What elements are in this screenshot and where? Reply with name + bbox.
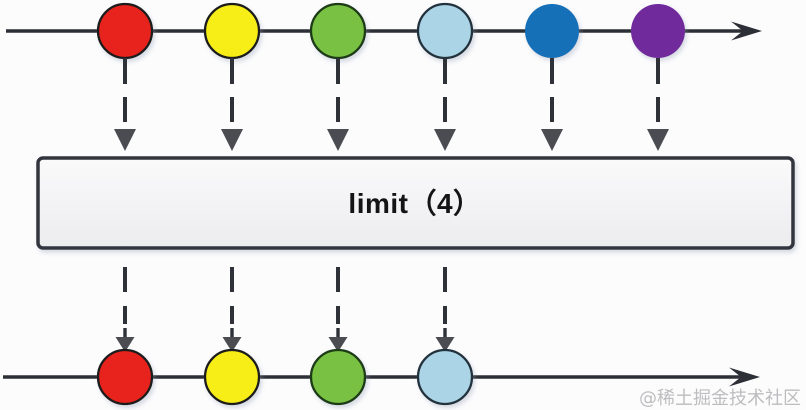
- down-arrowhead-icon: [327, 129, 349, 151]
- result-marble-light-blue: [416, 348, 474, 406]
- down-arrowhead-icon: [434, 129, 456, 151]
- down-arrowhead-icon: [647, 129, 669, 151]
- source-marble-blue: [525, 4, 579, 58]
- down-arrowhead-icon: [114, 129, 136, 151]
- output-arrow-green: [328, 267, 348, 352]
- source-stream: [6, 2, 762, 60]
- result-marble-red: [96, 348, 154, 406]
- operator-label: limit（4）: [348, 187, 481, 219]
- result-timeline-arrowhead-icon: [729, 367, 760, 387]
- down-arrowhead-icon: [221, 129, 243, 151]
- input-arrow-blue: [541, 58, 563, 151]
- input-arrow-yellow: [221, 58, 243, 151]
- output-arrow-yellow: [222, 267, 242, 352]
- result-marble-yellow: [203, 348, 261, 406]
- output-arrows: [115, 267, 455, 352]
- down-arrowhead-icon: [541, 129, 563, 151]
- down-arrowhead-icon: [222, 337, 242, 352]
- input-arrows: [114, 58, 669, 151]
- source-marble-green: [309, 2, 367, 60]
- operator-box: [36, 156, 795, 250]
- source-marble-red: [96, 2, 154, 60]
- watermark-text: @稀土掘金技术社区: [639, 388, 801, 409]
- source-timeline-arrowhead-icon: [731, 21, 762, 41]
- input-arrow-green: [327, 58, 349, 151]
- input-arrow-purple: [647, 58, 669, 151]
- input-arrow-red: [114, 58, 136, 151]
- result-stream: [3, 348, 760, 406]
- source-marble-purple: [631, 4, 685, 58]
- result-marble-green: [309, 348, 367, 406]
- output-arrow-red: [115, 267, 135, 352]
- down-arrowhead-icon: [435, 337, 455, 352]
- source-marble-light-blue: [416, 2, 474, 60]
- input-arrow-light-blue: [434, 58, 456, 151]
- source-marble-yellow: [203, 2, 261, 60]
- down-arrowhead-icon: [328, 337, 348, 352]
- output-arrow-light-blue: [435, 267, 455, 352]
- down-arrowhead-icon: [115, 337, 135, 352]
